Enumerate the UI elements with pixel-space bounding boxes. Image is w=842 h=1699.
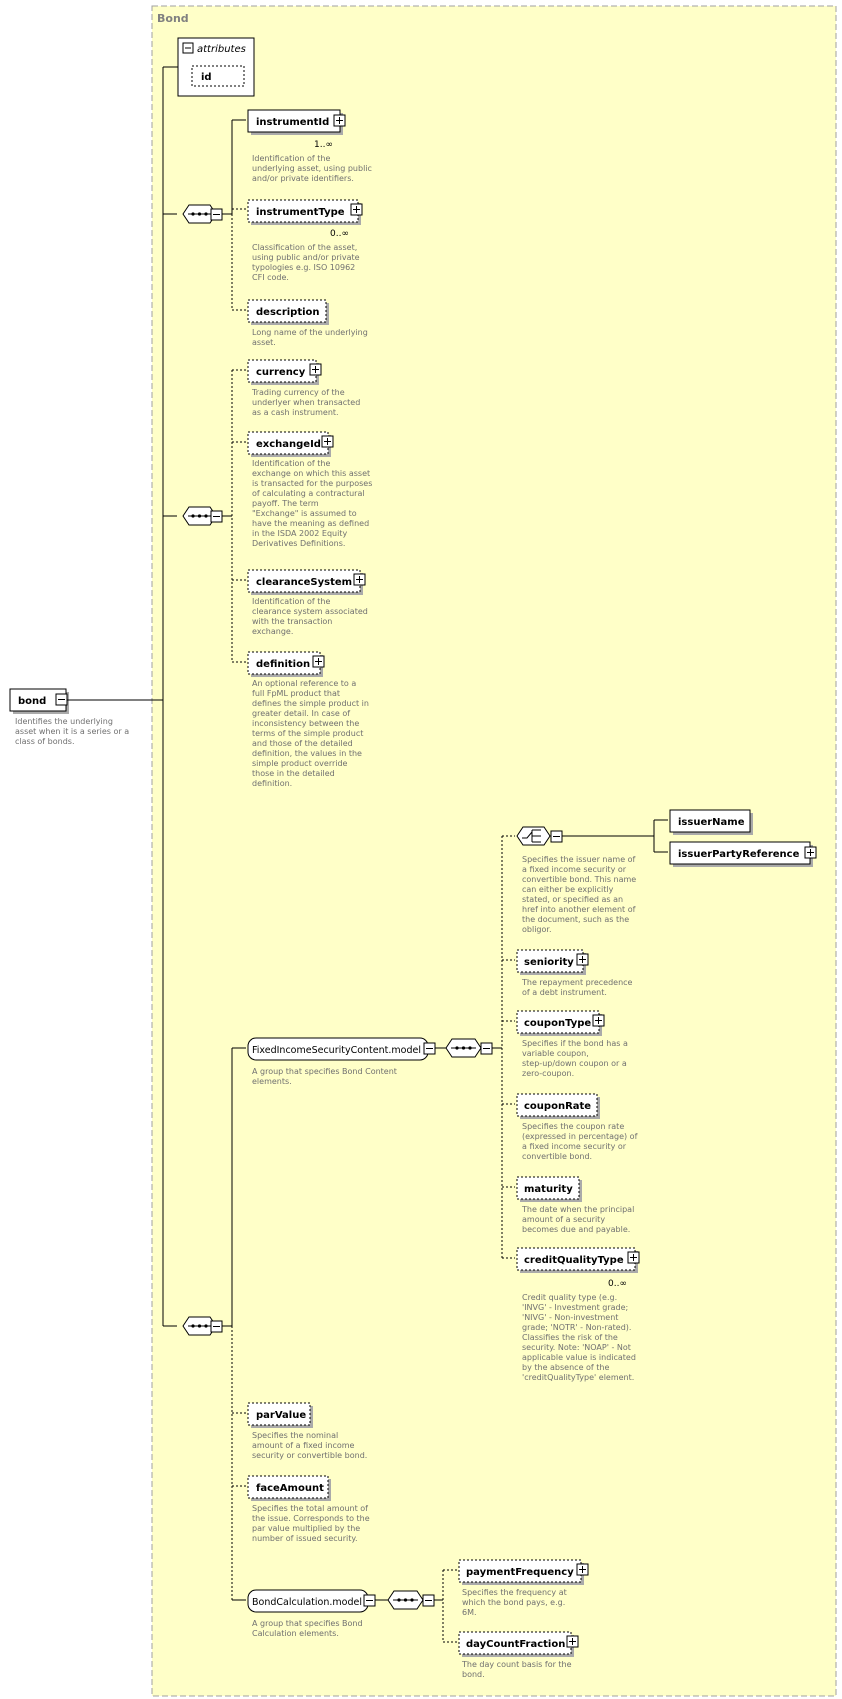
currency-label: currency — [256, 367, 306, 378]
expand-icon[interactable] — [804, 846, 817, 859]
sequence-compositor-2[interactable] — [182, 506, 217, 526]
sequence-compositor-4[interactable] — [445, 1038, 482, 1058]
attributes-title: attributes — [197, 44, 246, 55]
root-element-bond[interactable]: bond — [9, 688, 69, 714]
choice-description: Specifies the issuer name of a fixed inc… — [522, 855, 639, 934]
instrumentId-occurrence: 1..∞ — [314, 140, 333, 150]
sequence-2-collapse-icon[interactable] — [210, 510, 223, 523]
dayCountFraction-description: The day count basis for the bond. — [461, 1660, 574, 1679]
exchangeId-description: Identification of the exchange on which … — [252, 459, 375, 548]
attributes-box: attributes id — [177, 37, 255, 97]
sequence-4-collapse-icon[interactable] — [480, 1042, 493, 1055]
BondCalculation-description: A group that specifies Bond Calculation … — [252, 1619, 365, 1638]
definition-label: definition — [256, 659, 310, 670]
expand-icon[interactable] — [309, 363, 322, 376]
expand-icon[interactable] — [592, 1014, 605, 1027]
element-faceAmount[interactable]: faceAmount — [247, 1475, 331, 1501]
currency-description: Trading currency of the underlyer when t… — [251, 388, 363, 417]
element-paymentFrequency[interactable]: paymentFrequency — [458, 1559, 589, 1585]
group-BondCalculation-model[interactable]: BondCalculation.model — [247, 1589, 376, 1613]
group-FixedIncomeSecurityContent-model[interactable]: FixedIncomeSecurityContent.model — [247, 1037, 436, 1061]
root-label: bond — [18, 696, 46, 707]
attribute-id[interactable] — [191, 65, 245, 87]
element-parValue[interactable]: parValue — [247, 1402, 313, 1428]
choice-compositor[interactable] — [516, 826, 551, 846]
element-issuerPartyReference[interactable]: issuerPartyReference — [669, 841, 817, 867]
couponType-description: Specifies if the bond has a variable cou… — [522, 1039, 630, 1078]
expand-icon[interactable] — [627, 1251, 640, 1264]
description-description: Long name of the underlying asset. — [252, 328, 370, 347]
paymentFrequency-description: Specifies the frequency at which the bon… — [462, 1588, 569, 1617]
instrumentType-occurrence: 0..∞ — [330, 229, 349, 239]
root-description: Identifies the underlying asset when it … — [15, 717, 132, 746]
instrumentId-description: Identification of the underlying asset, … — [252, 154, 374, 183]
maturity-description: The date when the principal amount of a … — [521, 1205, 637, 1234]
expand-icon[interactable] — [321, 435, 334, 448]
attributes-collapse-icon[interactable] — [182, 42, 194, 54]
issuerName-label: issuerName — [678, 817, 745, 828]
faceAmount-label: faceAmount — [256, 1483, 324, 1494]
instrumentType-description: Classification of the asset, using publi… — [252, 243, 362, 282]
instrumentType-label: instrumentType — [256, 207, 345, 218]
element-couponType[interactable]: couponType — [516, 1010, 605, 1036]
element-dayCountFraction[interactable]: dayCountFraction — [458, 1631, 579, 1657]
expand-icon[interactable] — [576, 1563, 589, 1576]
exchangeId-label: exchangeId — [256, 439, 321, 450]
element-definition[interactable]: definition — [247, 651, 325, 677]
description-label: description — [256, 307, 320, 318]
clearanceSystem-label: clearanceSystem — [256, 577, 352, 588]
element-currency[interactable]: currency — [247, 359, 322, 385]
sequence-5-collapse-icon[interactable] — [422, 1594, 435, 1607]
sequence-3-collapse-icon[interactable] — [210, 1320, 223, 1333]
parValue-description: Specifies the nominal amount of a fixed … — [252, 1431, 367, 1460]
element-description[interactable]: description — [247, 299, 329, 325]
dayCountFraction-label: dayCountFraction — [466, 1639, 565, 1650]
issuerPartyReference-label: issuerPartyReference — [678, 849, 800, 860]
collapse-icon[interactable] — [423, 1042, 436, 1055]
element-instrumentId[interactable]: instrumentId — [247, 109, 346, 135]
sequence-1-collapse-icon[interactable] — [210, 208, 223, 221]
parValue-label: parValue — [256, 1410, 306, 1421]
expand-icon[interactable] — [312, 655, 325, 668]
element-seniority[interactable]: seniority — [516, 949, 589, 975]
instrumentId-label: instrumentId — [256, 117, 329, 128]
expand-icon[interactable] — [566, 1635, 579, 1648]
couponType-label: couponType — [524, 1018, 591, 1029]
FixedIncomeSecurityContent-description: A group that specifies Bond Content elem… — [252, 1067, 399, 1086]
expand-icon[interactable] — [333, 114, 346, 127]
creditQualityType-description: Credit quality type (e.g. 'INVG' - Inves… — [522, 1293, 638, 1382]
expand-icon[interactable] — [350, 203, 363, 216]
seniority-label: seniority — [524, 957, 574, 968]
container-title: Bond — [157, 12, 189, 25]
sequence-compositor-5[interactable] — [387, 1590, 424, 1610]
couponRate-label: couponRate — [524, 1101, 591, 1112]
BondCalculation-label: BondCalculation.model — [252, 1597, 362, 1608]
expand-icon[interactable] — [353, 573, 366, 586]
element-issuerName[interactable]: issuerName — [669, 809, 753, 835]
element-creditQualityType[interactable]: creditQualityType — [516, 1247, 640, 1273]
definition-description: An optional reference to a full FpML pro… — [252, 679, 372, 788]
FixedIncomeSecurityContent-label: FixedIncomeSecurityContent.model — [252, 1045, 421, 1056]
couponRate-description: Specifies the coupon rate (expressed in … — [522, 1122, 640, 1161]
faceAmount-description: Specifies the total amount of the issue.… — [252, 1504, 372, 1543]
collapse-icon[interactable] — [363, 1594, 376, 1607]
collapse-toggle-icon[interactable] — [55, 693, 68, 706]
maturity-label: maturity — [524, 1184, 573, 1195]
expand-icon[interactable] — [576, 953, 589, 966]
element-maturity[interactable]: maturity — [516, 1176, 582, 1202]
creditQualityType-occurrence: 0..∞ — [608, 1279, 627, 1289]
element-exchangeId[interactable]: exchangeId — [247, 431, 334, 457]
seniority-description: The repayment precedence of a debt instr… — [521, 978, 635, 997]
paymentFrequency-label: paymentFrequency — [466, 1567, 574, 1578]
element-instrumentType[interactable]: instrumentType — [247, 199, 363, 225]
choice-collapse-icon[interactable] — [550, 830, 563, 843]
element-clearanceSystem[interactable]: clearanceSystem — [247, 569, 366, 595]
creditQualityType-label: creditQualityType — [524, 1255, 624, 1266]
clearanceSystem-description: Identification of the clearance system a… — [252, 597, 370, 636]
element-couponRate[interactable]: couponRate — [516, 1093, 600, 1119]
attribute-id-label: id — [201, 72, 212, 83]
